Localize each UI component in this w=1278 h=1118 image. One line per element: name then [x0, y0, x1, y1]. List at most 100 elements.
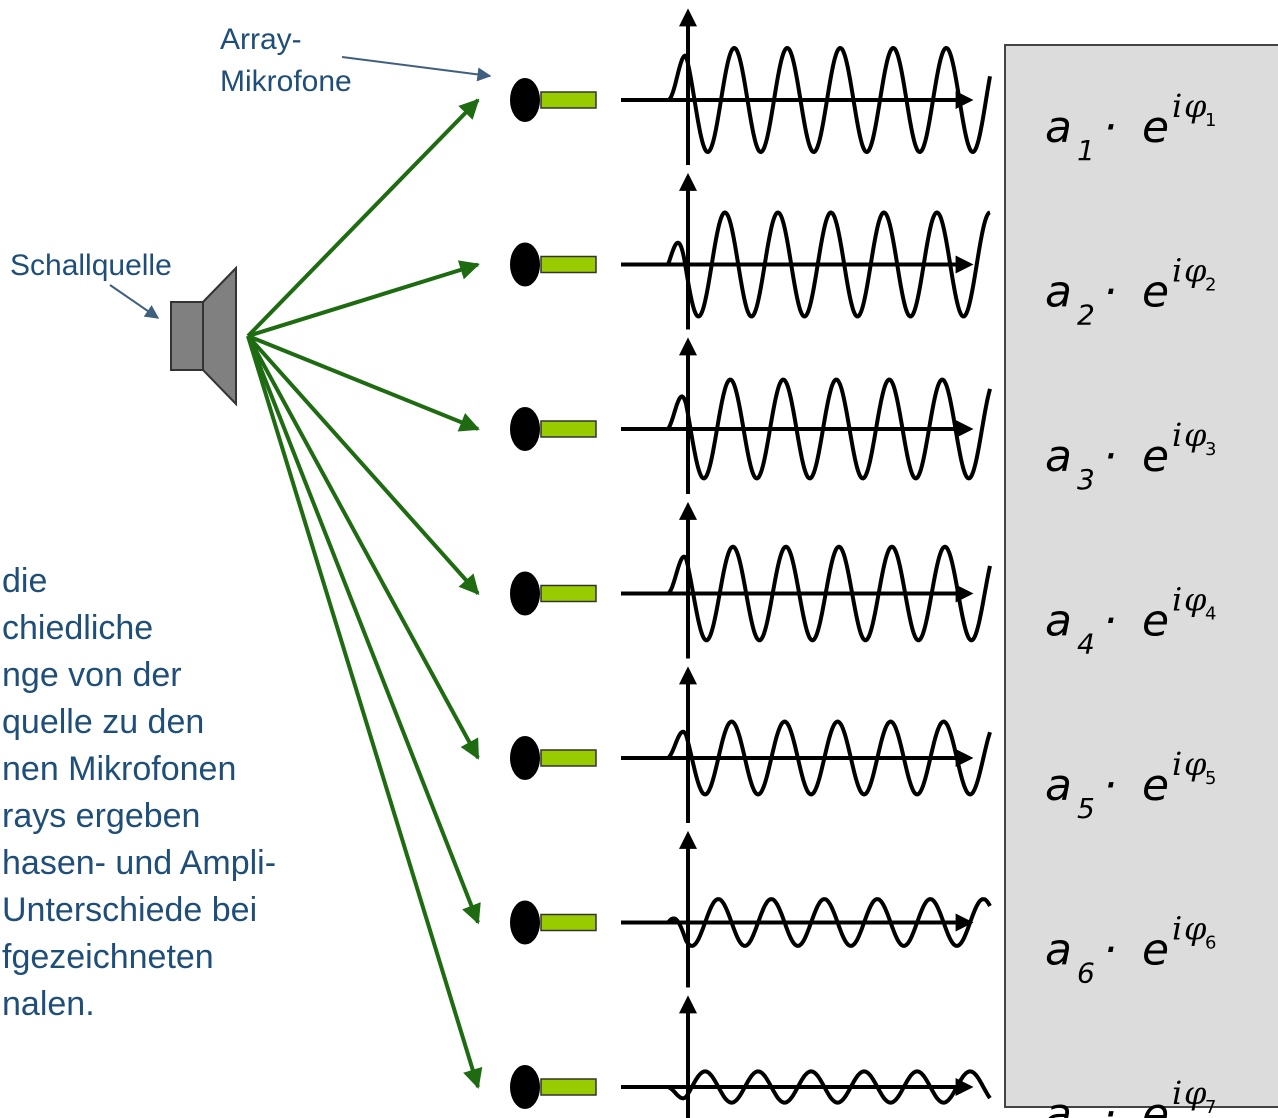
- formula-amplitude: a: [1045, 925, 1072, 976]
- description-line: rays ergeben: [2, 797, 200, 835]
- formula-operator: ·: [1103, 1089, 1117, 1118]
- formula-amplitude: a: [1045, 760, 1072, 811]
- formula-phase-index: 2: [1205, 275, 1216, 296]
- description-line: chiedliche: [2, 609, 153, 647]
- formula-amplitude-index: 3: [1077, 463, 1095, 496]
- formula-amplitude-index: 1: [1077, 134, 1095, 167]
- signal-waveform: [666, 210, 991, 319]
- formula-phase-index: 1: [1205, 110, 1216, 131]
- formula-imaginary-unit: i: [1172, 745, 1182, 783]
- description-line: nge von der: [2, 656, 182, 694]
- sound-path-arrow: [246, 334, 480, 595]
- signal-waveform: [666, 377, 992, 481]
- formula-amplitude: a: [1045, 102, 1072, 153]
- formula-panel: [1004, 44, 1278, 1108]
- description-line: die: [2, 562, 47, 600]
- microphone-icon: [510, 242, 597, 287]
- formula-exponential: e: [1142, 267, 1169, 318]
- formula-amplitude: a: [1045, 431, 1072, 482]
- formula-operator: ·: [1103, 431, 1117, 482]
- description-line: nalen.: [2, 985, 95, 1023]
- formula-phase: φ: [1184, 745, 1207, 783]
- formula-phase: φ: [1184, 252, 1207, 290]
- microphone-icon: [510, 1065, 597, 1109]
- microphone-icon: [510, 571, 597, 616]
- formula-amplitude-index: 6: [1077, 957, 1095, 990]
- formula-exponential: e: [1142, 102, 1169, 153]
- formula-phase: φ: [1184, 87, 1207, 125]
- formula-phase: φ: [1184, 581, 1207, 619]
- formula-phase: φ: [1184, 1074, 1207, 1112]
- signal-waveform: [667, 1069, 992, 1105]
- formula-imaginary-unit: i: [1172, 416, 1182, 454]
- description-text: die chiedliche nge von der quelle zu den nen…: [2, 562, 276, 1023]
- sound-source-pointer-arrow: [109, 284, 160, 319]
- formula-phase-index: 3: [1205, 439, 1216, 460]
- signal-axes: [621, 830, 974, 988]
- formula-exponential: e: [1142, 1089, 1169, 1118]
- formula-phase-index: 4: [1205, 604, 1216, 625]
- description-line: Unterschiede bei: [2, 891, 257, 929]
- microphone-icon: [510, 78, 597, 122]
- signal-axes: [621, 501, 974, 659]
- formula-phase-index: 7: [1205, 1097, 1216, 1118]
- formula-imaginary-unit: i: [1172, 252, 1182, 290]
- formula-imaginary-unit: i: [1172, 910, 1182, 948]
- sound-path-arrow: [246, 335, 483, 1089]
- sound-path-arrow: [246, 98, 480, 338]
- signal-axes: [621, 8, 974, 165]
- formula-operator: ·: [1103, 760, 1117, 811]
- formula-operator: ·: [1103, 267, 1117, 318]
- speaker-icon: [170, 265, 237, 407]
- sound-path-arrows: [246, 98, 483, 1089]
- signal-waveform: [666, 719, 992, 797]
- formula-imaginary-unit: i: [1172, 1074, 1182, 1112]
- microphone-icon: [510, 900, 597, 945]
- formula-imaginary-unit: i: [1172, 87, 1182, 125]
- signal-waveform: [666, 544, 992, 643]
- description-line: hasen- und Ampli-: [2, 844, 276, 882]
- sound-path-arrow: [246, 335, 480, 760]
- formula-operator: ·: [1103, 925, 1117, 976]
- formula-exponential: e: [1142, 925, 1169, 976]
- description-line: quelle zu den: [2, 703, 204, 741]
- description-line: fgezeichneten: [2, 938, 214, 976]
- signal-axes: [621, 172, 974, 330]
- sound-source-label: Schallquelle: [10, 249, 172, 282]
- formula-amplitude: a: [1045, 596, 1072, 647]
- formula-amplitude-index: 5: [1077, 792, 1095, 825]
- formula-amplitude: a: [1045, 1089, 1072, 1118]
- signal-waveform: [666, 897, 992, 948]
- sound-path-arrow: [247, 260, 480, 338]
- formula-operator: ·: [1103, 596, 1117, 647]
- formula-imaginary-unit: i: [1172, 581, 1182, 619]
- array-microphones-label: Array-: [220, 23, 302, 56]
- microphone-icon: [510, 407, 597, 451]
- sound-path-arrow: [246, 335, 481, 925]
- formula-amplitude-index: 2: [1077, 299, 1095, 332]
- formula-phase-index: 5: [1205, 768, 1216, 789]
- formula-phase-index: 6: [1205, 933, 1216, 954]
- formula-amplitude: a: [1045, 267, 1072, 318]
- sound-path-arrow: [247, 334, 480, 432]
- formula-exponential: e: [1142, 760, 1169, 811]
- microphones-pointer-arrow: [341, 56, 492, 82]
- description-line: nen Mikrofonen: [2, 750, 236, 788]
- formula-operator: ·: [1103, 102, 1117, 153]
- formula-phase: φ: [1184, 416, 1207, 454]
